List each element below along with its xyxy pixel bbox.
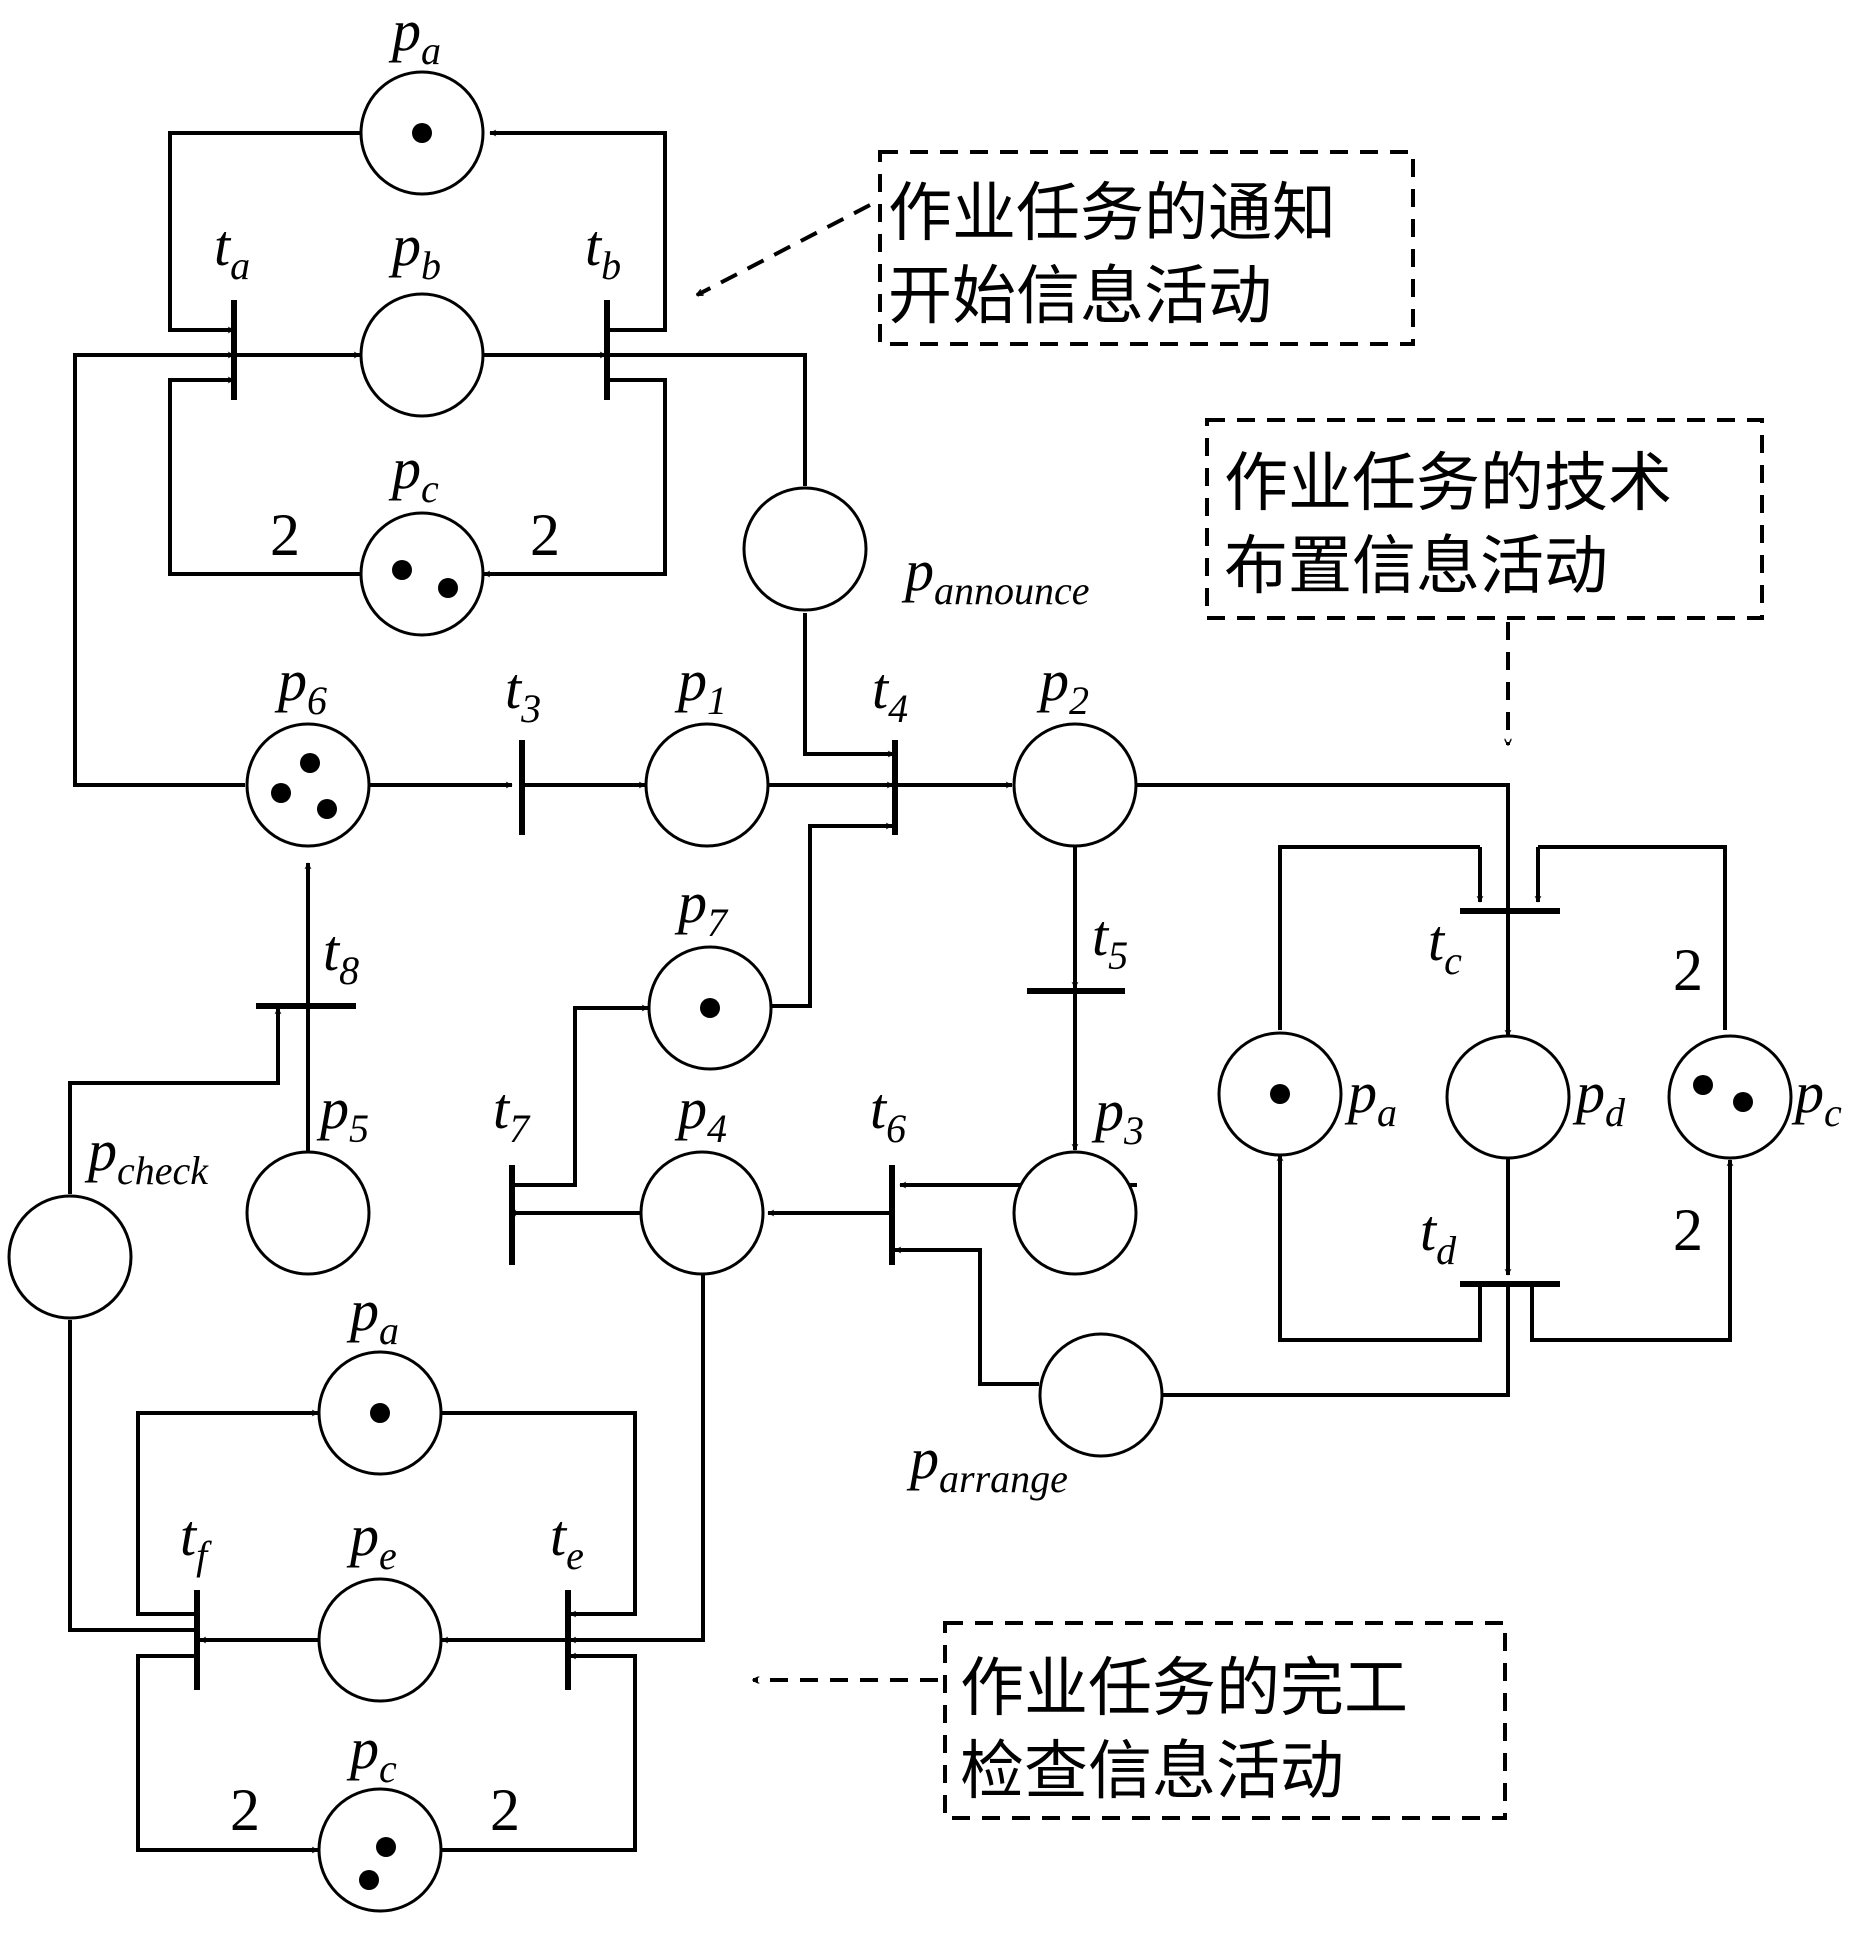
label-tf: tf	[180, 1503, 212, 1578]
annotation-arrange-line1: 作业任务的技术	[1224, 447, 1672, 521]
place-pcheck	[7, 1194, 133, 1320]
token	[392, 560, 412, 580]
label-pc-top: pc	[388, 436, 439, 511]
label-pc-right: pc	[1791, 1060, 1842, 1135]
place-pc-top	[359, 511, 485, 637]
annotation-check-line2: 检查信息活动	[960, 1735, 1344, 1809]
annotation-notify-line1: 作业任务的通知	[888, 177, 1336, 251]
token	[700, 998, 720, 1018]
weight-top-right: 2	[530, 502, 560, 568]
arcs	[68, 129, 1734, 1854]
label-tc: tc	[1428, 908, 1462, 983]
token	[412, 123, 432, 143]
place-p3	[1012, 1150, 1138, 1276]
label-p6: p6	[274, 648, 327, 723]
place-pe	[317, 1577, 443, 1703]
token	[370, 1403, 390, 1423]
label-td: td	[1420, 1198, 1457, 1273]
label-t7: t7	[493, 1076, 531, 1151]
token	[1733, 1092, 1753, 1112]
annotation-notify: 作业任务的通知 开始信息活动	[697, 150, 1415, 346]
token	[438, 578, 458, 598]
label-p5: p5	[316, 1076, 369, 1151]
token	[359, 1870, 379, 1890]
label-tb: tb	[585, 213, 621, 288]
place-p4	[639, 1150, 765, 1276]
annotation-arrange-line2: 布置信息活动	[1224, 530, 1608, 604]
weight-bot-left: 2	[230, 1777, 260, 1843]
place-parrange	[1038, 1332, 1164, 1458]
label-t5: t5	[1092, 903, 1128, 978]
place-p6	[245, 722, 371, 848]
annotation-notify-line2: 开始信息活动	[888, 260, 1272, 334]
label-pannounce: pannounce	[901, 538, 1090, 613]
token	[271, 783, 291, 803]
label-pa-top: pa	[388, 0, 441, 73]
tokens	[271, 123, 1753, 1890]
label-pb: pb	[388, 213, 441, 288]
transitions	[194, 300, 1560, 1690]
token	[376, 1837, 396, 1857]
place-pannounce	[742, 486, 868, 612]
place-p2	[1012, 722, 1138, 848]
label-pa-bot: pa	[346, 1278, 399, 1353]
label-pc-bot: pc	[346, 1716, 397, 1791]
label-pa-right: pa	[1344, 1060, 1397, 1135]
label-te: te	[550, 1503, 584, 1578]
label-pcheck: pcheck	[84, 1118, 209, 1193]
label-p4: p4	[674, 1076, 727, 1151]
annotation-check: 作业任务的完工 检查信息活动	[753, 1621, 1507, 1820]
label-t4: t4	[872, 656, 908, 731]
token	[1270, 1084, 1290, 1104]
annotation-arrange: 作业任务的技术 布置信息活动	[1205, 418, 1764, 745]
label-t3: t3	[505, 656, 541, 731]
label-p1: p1	[674, 648, 727, 723]
weight-right-lower: 2	[1673, 1197, 1703, 1263]
label-ta: ta	[214, 213, 250, 288]
token	[1693, 1075, 1713, 1095]
weight-right-upper: 2	[1673, 937, 1703, 1003]
label-pd: pd	[1572, 1060, 1626, 1135]
label-parrange: parrange	[906, 1426, 1068, 1501]
place-p1	[644, 722, 770, 848]
label-p7: p7	[674, 870, 729, 945]
token	[317, 799, 337, 819]
weight-bot-right: 2	[490, 1777, 520, 1843]
labels: pa pb pc pannounce p6 p1 p2 p7 p3 p4 p5 …	[84, 0, 1842, 1843]
label-p2: p2	[1036, 648, 1089, 723]
label-p3: p3	[1091, 1078, 1144, 1153]
label-t6: t6	[870, 1076, 906, 1151]
annotation-check-line1: 作业任务的完工	[960, 1652, 1408, 1726]
places	[7, 70, 1793, 1913]
place-p5	[245, 1150, 371, 1276]
token	[300, 753, 320, 773]
place-pd	[1445, 1034, 1571, 1160]
label-t8: t8	[323, 918, 359, 993]
place-pb	[359, 292, 485, 418]
place-pc-right	[1667, 1034, 1793, 1160]
weight-top-left: 2	[270, 502, 300, 568]
label-pe: pe	[346, 1503, 397, 1578]
